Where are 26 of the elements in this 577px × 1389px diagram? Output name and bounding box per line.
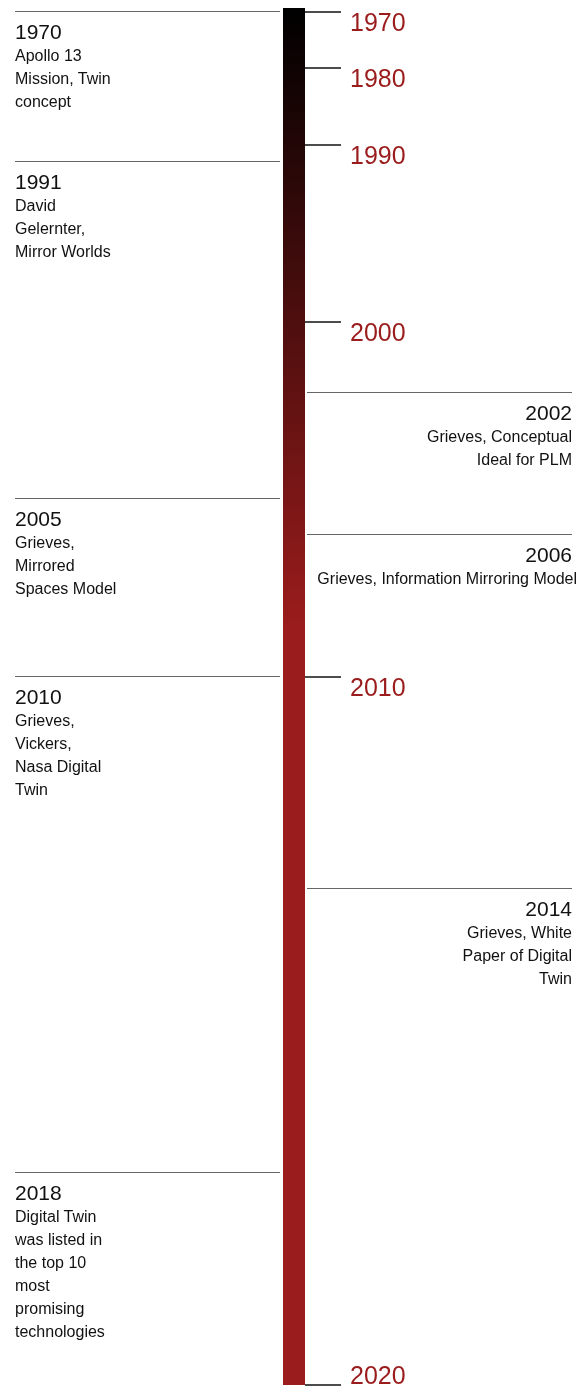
event-year: 2006	[525, 543, 572, 567]
event-year: 1991	[15, 170, 62, 194]
axis-year: 2010	[350, 673, 406, 701]
axis-year: 1980	[350, 64, 406, 92]
event-year: 2002	[525, 401, 572, 425]
axis-year: 2020	[350, 1361, 406, 1389]
timeline-bar	[283, 8, 305, 1385]
event-year: 1970	[15, 20, 62, 44]
event-description: Grieves, Mirrored Spaces Model	[15, 533, 118, 599]
timeline-entry	[15, 498, 280, 600]
event-year: 2005	[15, 507, 62, 531]
event-description: David Gelernter, Mirror Worlds	[15, 196, 112, 262]
event-year: 2018	[15, 1181, 62, 1205]
timeline-entry	[15, 1172, 280, 1343]
event-year: 2010	[15, 685, 62, 709]
event-description: Grieves, Information Mirroring Model	[316, 569, 577, 589]
event-year: 2014	[525, 897, 572, 921]
axis-year: 2000	[350, 318, 406, 346]
event-description: Grieves, Conceptual Ideal for PLM	[426, 427, 572, 470]
event-description: Grieves, White Paper of Digital Twin	[461, 923, 572, 989]
axis-year: 1970	[350, 8, 406, 36]
event-description: Grieves, Vickers, Nasa Digital Twin	[15, 711, 103, 800]
timeline-entry	[15, 11, 280, 113]
axis-year: 1990	[350, 141, 406, 169]
event-description: Apollo 13 Mission, Twin concept	[15, 46, 112, 112]
event-description: Digital Twin was listed in the top 10 most promising technologies	[15, 1207, 106, 1342]
